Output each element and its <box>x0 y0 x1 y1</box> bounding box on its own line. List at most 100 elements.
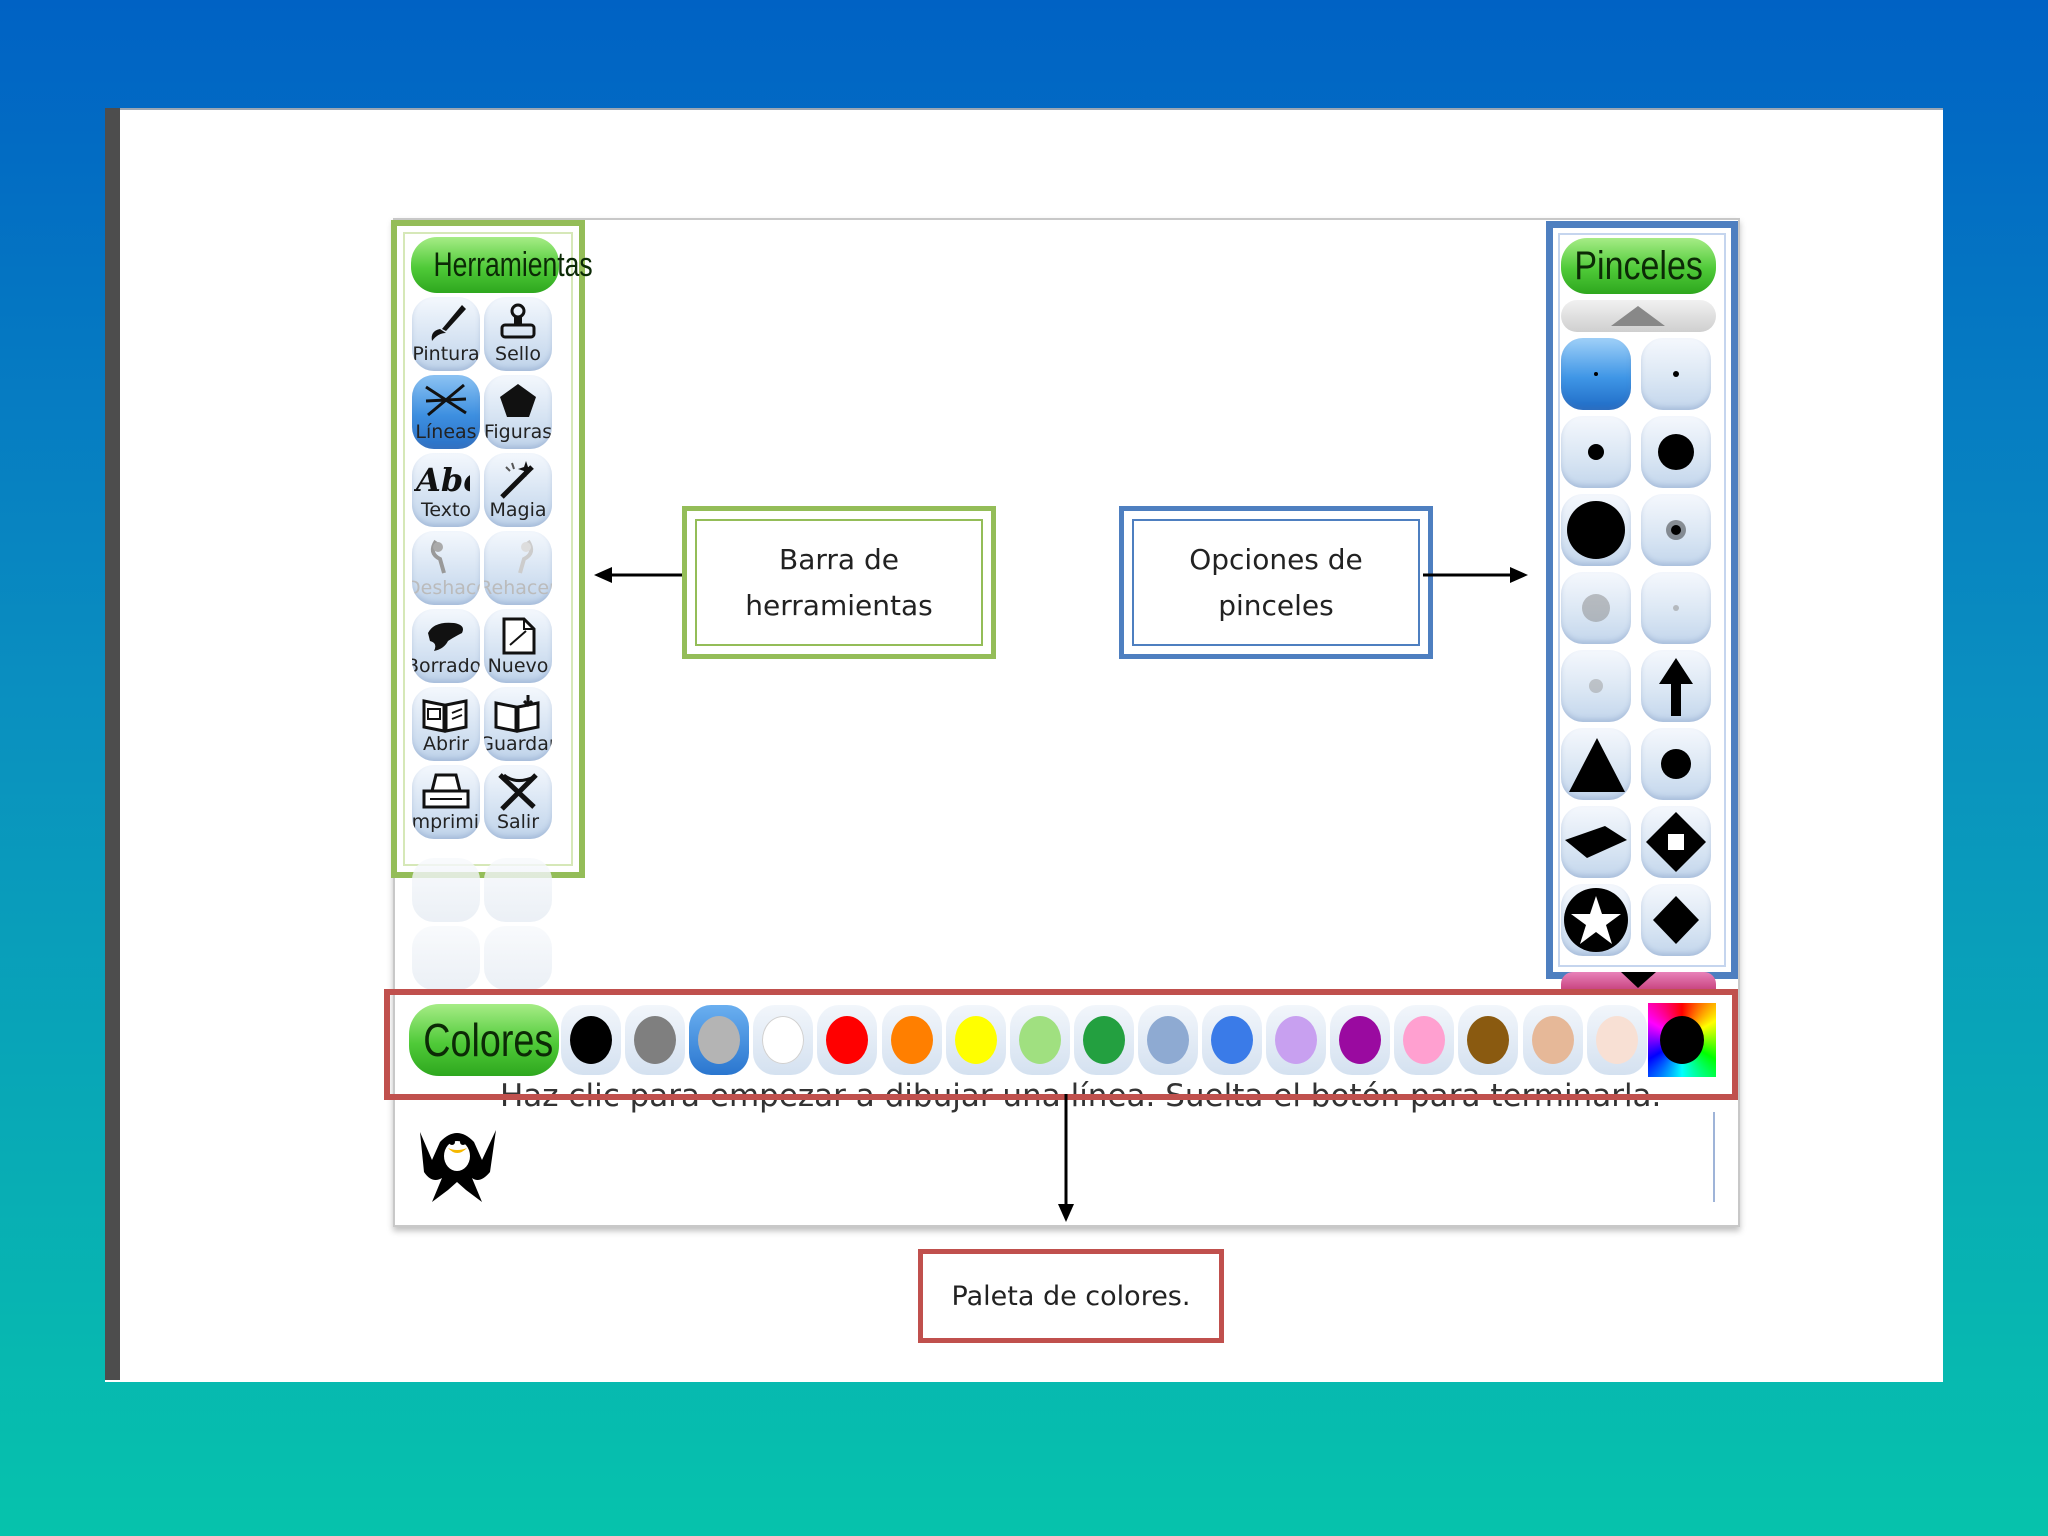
dot-brush-icon <box>1673 371 1679 377</box>
eraser-icon <box>428 622 463 651</box>
color-swatch[interactable] <box>1266 1005 1326 1075</box>
dot-brush-icon <box>1658 434 1694 470</box>
svg-text:Abc: Abc <box>414 461 470 499</box>
brush-tiny-dot[interactable] <box>1561 338 1631 410</box>
new-document-icon <box>502 617 536 655</box>
dot-brush-icon <box>1567 501 1625 559</box>
tool-save-button[interactable]: Guardar <box>484 687 552 761</box>
brush-diamond-square[interactable] <box>1641 806 1711 878</box>
tool-open-button[interactable]: Abrir <box>412 687 480 761</box>
slash-shape-icon <box>1565 826 1627 858</box>
redo-icon <box>518 539 534 574</box>
tool-new-button[interactable]: Nuevo <box>484 609 552 683</box>
tool-exit-button[interactable]: Salir <box>484 765 552 839</box>
arrow-head-left <box>594 567 612 583</box>
color-swatch[interactable] <box>1458 1005 1518 1075</box>
brushes-scroll-down-button[interactable] <box>1561 972 1716 990</box>
color-swatch[interactable] <box>1523 1005 1583 1075</box>
color-swatch[interactable] <box>1074 1005 1134 1075</box>
brush-small-dot[interactable] <box>1561 416 1631 488</box>
exit-x-icon <box>498 773 538 811</box>
color-swatch-dot <box>955 1016 997 1064</box>
brush-faint-small-dot[interactable] <box>1641 572 1711 644</box>
tool-print-button[interactable]: Imprimir <box>412 765 480 839</box>
callout-toolbar-line2: herramientas <box>745 588 933 622</box>
color-swatch[interactable] <box>689 1005 749 1075</box>
slide-page-edge <box>105 108 120 1380</box>
brush-circle[interactable] <box>1641 728 1711 800</box>
tool-empty-slot <box>412 926 480 990</box>
color-swatch-dot <box>826 1016 868 1064</box>
color-swatch-dot <box>1467 1016 1509 1064</box>
color-swatch[interactable] <box>946 1005 1006 1075</box>
tools-title: Herramientas <box>411 237 593 293</box>
tool-redo-button[interactable]: Rehacer <box>484 531 552 605</box>
color-swatch[interactable] <box>753 1005 813 1075</box>
color-swatch[interactable] <box>1138 1005 1198 1075</box>
color-swatch-dot <box>1403 1016 1445 1064</box>
tool-eraser-button[interactable]: Borrador <box>412 609 480 683</box>
fuzzy-brush-icon <box>1666 520 1686 540</box>
color-picker-current <box>1660 1016 1704 1064</box>
arrow-up-icon <box>1659 658 1693 716</box>
color-swatch[interactable] <box>1010 1005 1070 1075</box>
color-swatch-dot <box>1275 1016 1317 1064</box>
color-swatch[interactable] <box>561 1005 621 1075</box>
tool-paint-button[interactable]: Pintura <box>412 297 480 371</box>
callout-brushes: Opciones de pinceles <box>1119 506 1433 659</box>
callout-toolbar-line1: Barra de <box>779 542 899 576</box>
color-swatch[interactable] <box>1330 1005 1390 1075</box>
color-swatch-dot <box>1083 1016 1125 1064</box>
save-book-icon <box>494 695 540 733</box>
tool-lines-button[interactable]: Líneas <box>412 375 480 449</box>
color-swatch[interactable] <box>817 1005 877 1075</box>
brush-tiny-dot[interactable] <box>1641 338 1711 410</box>
undo-icon <box>430 539 446 574</box>
tool-undo-button[interactable]: Deshacer <box>412 531 480 605</box>
printer-icon <box>422 773 470 809</box>
brush-faint-dot[interactable] <box>1561 650 1631 722</box>
brush-large-dot[interactable] <box>1561 494 1631 566</box>
tool-text-button[interactable]: Abc Texto <box>412 453 480 527</box>
faint-brush-icon <box>1673 605 1679 611</box>
callout-toolbar: Barra de herramientas <box>682 506 996 659</box>
brush-medium-dot[interactable] <box>1641 416 1711 488</box>
brush-slash-shape[interactable] <box>1561 806 1631 878</box>
triangle-icon <box>1569 738 1625 792</box>
color-swatch[interactable] <box>1202 1005 1262 1075</box>
colors-title: Colores <box>409 1004 559 1076</box>
brush-star[interactable] <box>1561 884 1631 956</box>
arrow-head-down <box>1058 1204 1074 1222</box>
color-swatch[interactable] <box>625 1005 685 1075</box>
color-swatch-dot <box>634 1016 676 1064</box>
tool-stamp-button[interactable]: Sello <box>484 297 552 371</box>
color-swatch[interactable] <box>882 1005 942 1075</box>
color-swatch-dot <box>570 1016 612 1064</box>
open-book-icon <box>422 699 468 733</box>
brush-fuzzy-dot[interactable] <box>1641 494 1711 566</box>
callout-brushes-line2: pinceles <box>1218 588 1334 622</box>
color-swatch-dot <box>1147 1016 1189 1064</box>
triangle-up-icon <box>1611 306 1665 326</box>
brush-triangle[interactable] <box>1561 728 1631 800</box>
brush-arrow[interactable] <box>1641 650 1711 722</box>
brush-faint-dot[interactable] <box>1561 572 1631 644</box>
arrow-head-right <box>1510 567 1528 583</box>
brushes-title: Pinceles <box>1561 238 1716 294</box>
color-picker-rainbow[interactable] <box>1648 1003 1716 1077</box>
tool-shapes-button[interactable]: Figuras <box>484 375 552 449</box>
triangle-down-icon <box>1621 972 1656 988</box>
tux-penguin-icon <box>410 1112 504 1208</box>
color-swatch-dot <box>1339 1016 1381 1064</box>
dot-brush-icon <box>1588 444 1604 460</box>
tool-empty-slot <box>484 926 552 990</box>
brushes-scroll-up-button[interactable] <box>1561 300 1716 332</box>
color-swatch[interactable] <box>1394 1005 1454 1075</box>
pentagon-shapes-icon <box>500 384 536 417</box>
diamond-square-icon <box>1646 812 1706 872</box>
color-swatch[interactable] <box>1587 1005 1647 1075</box>
callout-brushes-line1: Opciones de <box>1189 542 1363 576</box>
brush-diamond[interactable] <box>1641 884 1711 956</box>
tool-magic-button[interactable]: Magia <box>484 453 552 527</box>
colors-highlight-box <box>384 989 1738 1100</box>
